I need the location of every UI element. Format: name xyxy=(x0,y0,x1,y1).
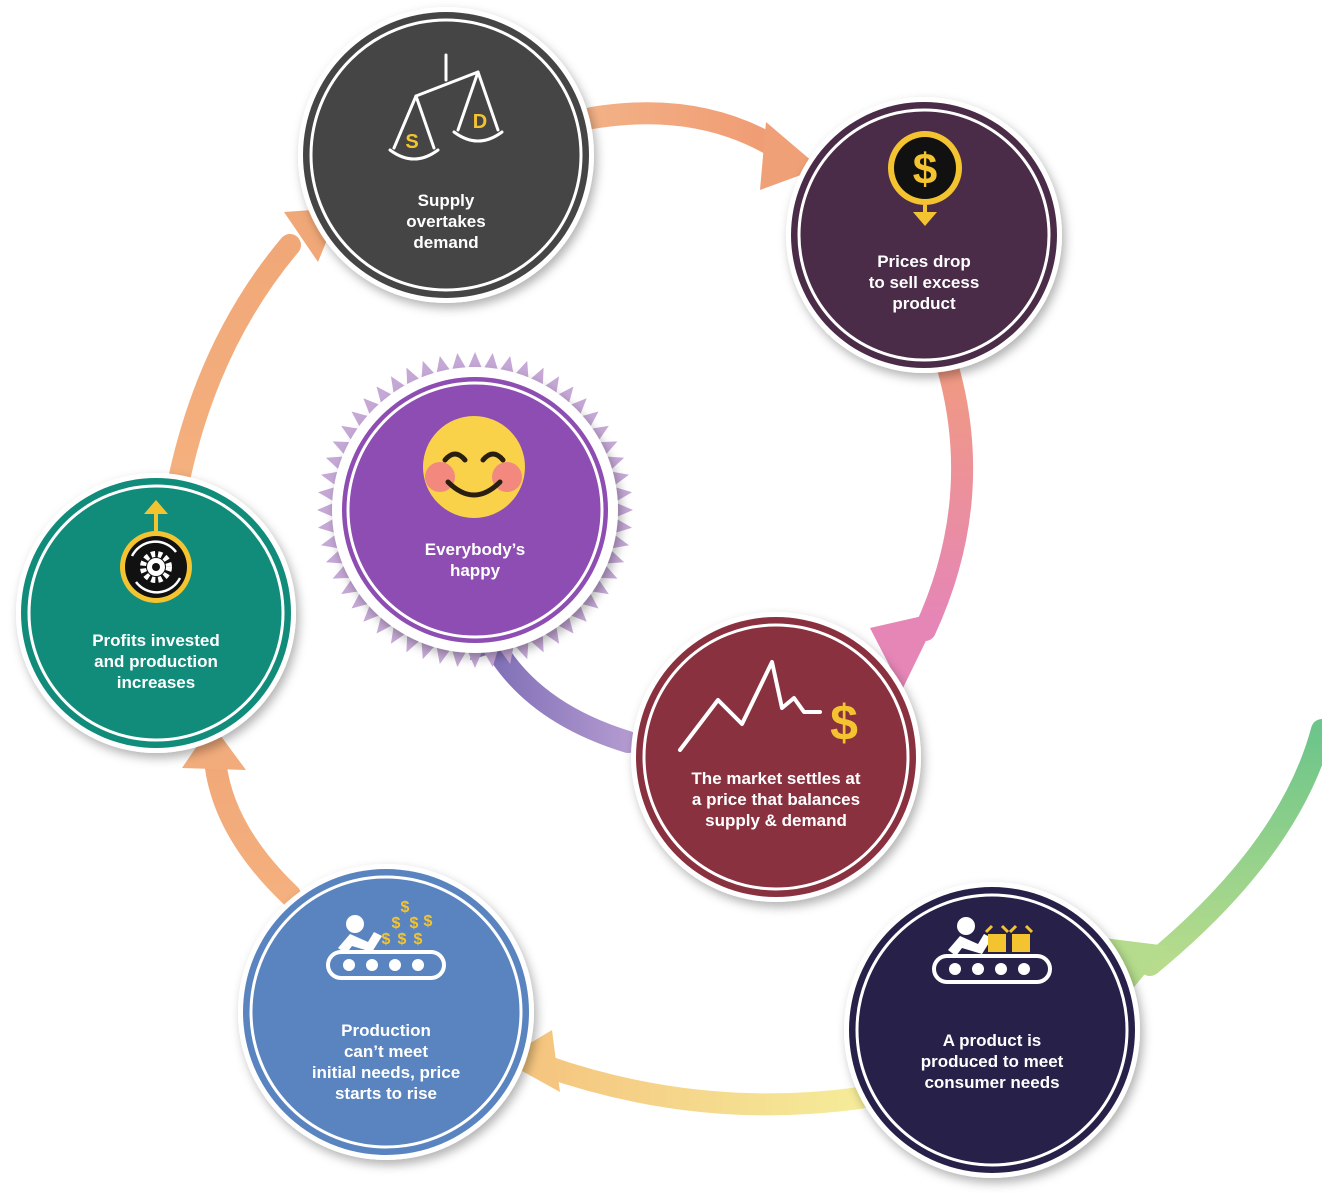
conveyor-money-icon: $ $ $ $ $ $ $ xyxy=(326,899,446,980)
prices-label: Prices drop to sell excess product xyxy=(868,252,980,313)
market-node: $ xyxy=(631,612,921,902)
gear-up-icon xyxy=(120,500,192,603)
scale-letter-d: D xyxy=(473,111,487,133)
supply-label: Supply overtakes demand xyxy=(406,191,486,252)
svg-text:$: $ xyxy=(424,913,433,930)
svg-text:$: $ xyxy=(410,915,419,932)
scale-letter-s: S xyxy=(405,131,418,153)
conveyor-boxes-icon xyxy=(932,917,1052,984)
arrow-product-to-production xyxy=(502,1030,871,1116)
arrow-offscreen-to-product xyxy=(1104,719,1322,992)
svg-text:$: $ xyxy=(830,695,858,751)
svg-text:$: $ xyxy=(414,931,423,948)
production-node: $ $ $ $ $ $ $ xyxy=(238,864,534,1160)
arrow-supply-to-prices xyxy=(581,102,820,190)
happy-label: Everybody’s happy xyxy=(424,540,526,580)
svg-text:$: $ xyxy=(401,899,410,916)
svg-text:$: $ xyxy=(398,931,407,948)
price-chart-icon: $ xyxy=(678,660,858,752)
profits-label: Profits invested and production increase… xyxy=(92,631,220,692)
balance-scale-icon xyxy=(388,53,504,161)
product-label: A product is produced to meet consumer n… xyxy=(920,1031,1064,1092)
dollar-down-icon: $ xyxy=(888,131,962,226)
svg-text:$: $ xyxy=(392,915,401,932)
profits-node xyxy=(16,473,296,753)
product-node xyxy=(844,882,1140,1178)
arrow-production-to-profits xyxy=(182,724,301,906)
svg-text:$: $ xyxy=(382,931,391,948)
happy-node xyxy=(317,352,633,668)
market-label: The market settles at a price that balan… xyxy=(691,769,861,830)
prices-node: $ xyxy=(786,97,1062,373)
smiley-face-icon xyxy=(423,416,525,518)
arrow-prices-to-market xyxy=(870,357,974,690)
arrow-profits-to-supply xyxy=(169,208,340,486)
supply-node: S D xyxy=(298,7,594,303)
production-label: Production can’t meet initial needs, pri… xyxy=(311,1021,461,1103)
svg-text:$: $ xyxy=(913,145,937,194)
